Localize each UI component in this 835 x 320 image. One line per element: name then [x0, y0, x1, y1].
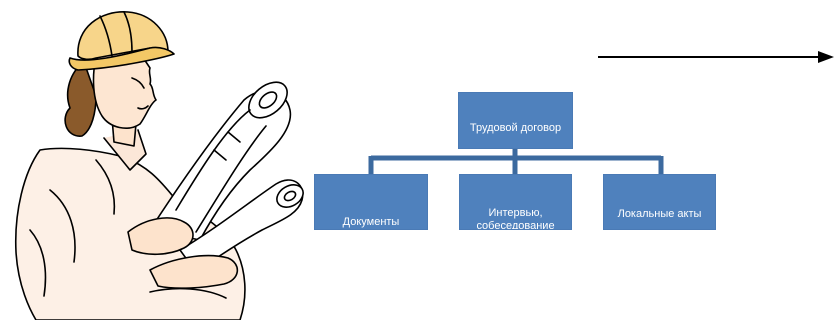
node-interview: Интервью, собеседование: [459, 174, 572, 230]
node-local-acts: Локальные акты: [603, 174, 716, 230]
worker-with-blueprints-icon: [14, 11, 304, 320]
node-interview-label: Интервью, собеседование: [476, 207, 555, 230]
node-root: Трудовой договор: [458, 92, 573, 149]
node-documents: Документы: [314, 174, 428, 230]
arrow-head: [818, 51, 834, 63]
node-root-label: Трудовой договор: [469, 122, 562, 134]
node-documents-label: Документы: [342, 216, 400, 228]
node-local-acts-label: Локальные акты: [617, 208, 702, 220]
connectors: [368, 149, 664, 174]
arrow: [598, 51, 834, 63]
